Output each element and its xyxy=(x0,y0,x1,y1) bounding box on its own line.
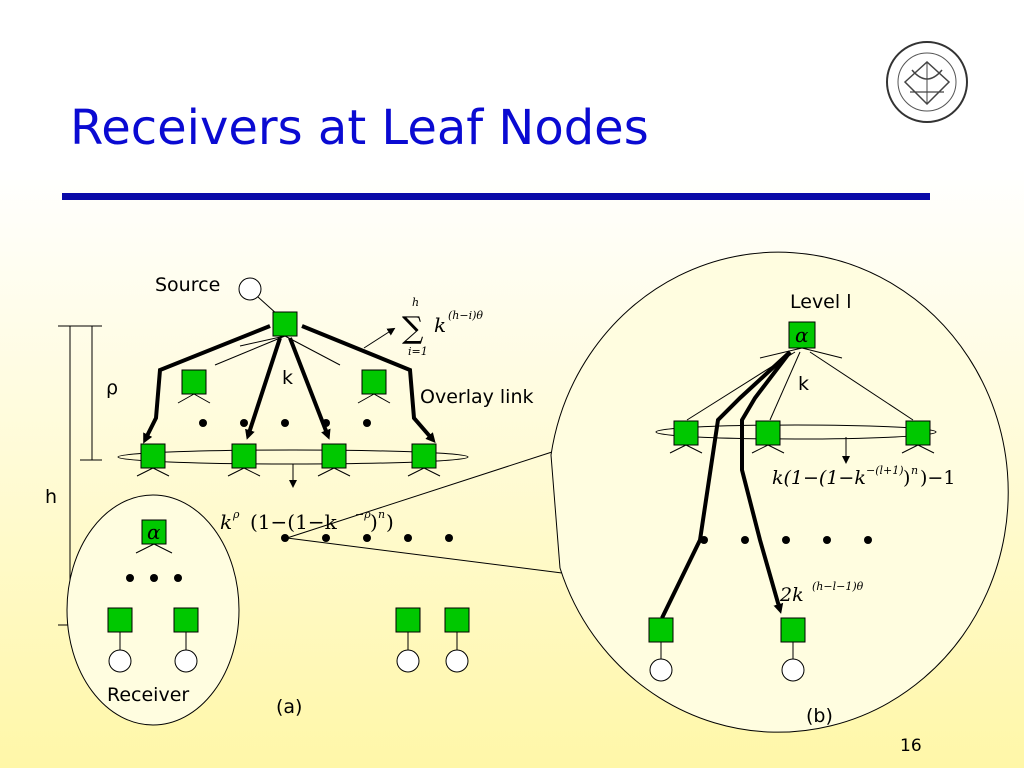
university-seal-icon xyxy=(886,41,968,123)
svg-text:n: n xyxy=(378,508,385,521)
level1-node-left xyxy=(181,369,207,395)
caption-b: (b) xyxy=(806,705,833,727)
svg-text:(h−i)θ: (h−i)θ xyxy=(448,309,483,322)
alpha-label-b: α xyxy=(795,323,809,347)
alpha-node-b xyxy=(788,321,816,349)
k-label-a: k xyxy=(282,367,293,389)
svg-text:−(l+1): −(l+1) xyxy=(866,464,904,477)
svg-text:∑: ∑ xyxy=(402,311,424,346)
svg-text:): ) xyxy=(386,510,394,534)
receiver-leaves-a xyxy=(107,607,199,673)
ellipsis-dots-b xyxy=(700,536,872,544)
rho-bracket xyxy=(80,325,102,461)
svg-text:h: h xyxy=(412,296,419,309)
svg-text:): ) xyxy=(370,510,378,534)
zoom-callout xyxy=(286,451,563,574)
subtree-formula: k ρ (1−(1−k −ρ ) n ) xyxy=(220,508,394,534)
alpha-label-a: α xyxy=(147,520,161,544)
k-label-b: k xyxy=(798,373,809,395)
level-formula: k(1−(1−k −(l+1) ) n )−1 xyxy=(772,464,955,489)
svg-text:i=1: i=1 xyxy=(408,345,428,358)
height-label: h xyxy=(45,486,57,508)
alpha-node-a xyxy=(141,519,167,545)
source-label: Source xyxy=(155,274,220,296)
other-receiver-leaves xyxy=(395,607,470,673)
svg-text:k: k xyxy=(434,313,446,337)
receiver-subtree-ellipse xyxy=(66,494,240,726)
level-label: Level l xyxy=(790,291,851,313)
svg-text:n: n xyxy=(911,464,918,477)
svg-text:−ρ: −ρ xyxy=(355,508,371,521)
ellipsis-dots-a3 xyxy=(126,574,182,582)
sum-formula: h ∑ i=1 k (h−i)θ xyxy=(363,296,483,358)
slide-title: Receivers at Leaf Nodes xyxy=(70,100,649,156)
page-number: 16 xyxy=(900,736,922,756)
receiver-path-arrows xyxy=(660,350,792,619)
root-node xyxy=(272,311,298,337)
path-formula: 2k (h−l−1)θ xyxy=(779,580,864,606)
rho-label: ρ xyxy=(106,377,118,399)
svg-text:k: k xyxy=(220,510,232,534)
svg-text:)−1: )−1 xyxy=(920,467,955,489)
receiver-leaves-b xyxy=(648,617,806,682)
title-underline xyxy=(62,193,930,200)
caption-a: (a) xyxy=(276,696,302,718)
source-node xyxy=(238,277,262,301)
ellipsis-dots-a2 xyxy=(281,534,453,542)
svg-text:2k: 2k xyxy=(779,584,804,606)
receiver-label: Receiver xyxy=(107,684,189,706)
svg-text:(1−(1−k: (1−(1−k xyxy=(250,510,338,534)
overlay-link-arrows xyxy=(143,324,436,444)
level-l-children xyxy=(669,420,935,454)
rho-level-nodes xyxy=(136,443,441,477)
svg-text:): ) xyxy=(903,467,910,489)
overlay-link-label: Overlay link xyxy=(420,386,534,408)
level1-node-right xyxy=(361,369,387,395)
svg-text:(h−l−1)θ: (h−l−1)θ xyxy=(812,580,864,593)
zoom-circle xyxy=(550,251,1009,733)
svg-text:k(1−(1−k: k(1−(1−k xyxy=(772,467,866,489)
ellipsis-dots-a1 xyxy=(199,419,371,427)
overlay-ellipse-b xyxy=(655,424,937,440)
svg-text:ρ: ρ xyxy=(232,508,240,521)
